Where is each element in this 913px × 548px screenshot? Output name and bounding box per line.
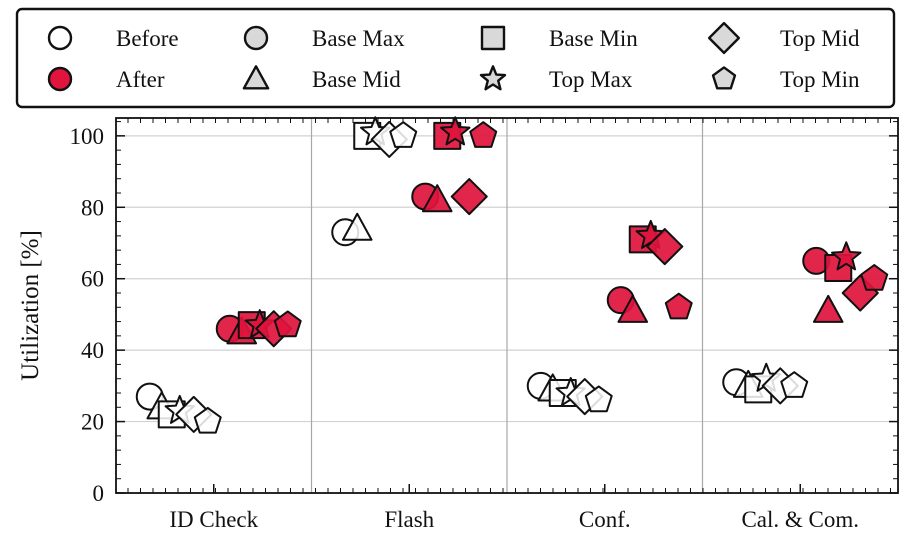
axes-frame (115, 117, 899, 494)
y-tick-label: 20 (81, 410, 104, 435)
legend-label-top-max: Top Max (549, 67, 633, 92)
legend-marker-before (47, 25, 73, 51)
data-point-after-base-mid (617, 294, 649, 323)
plot-area: 0 20 40 60 80 100 ID Check Flash Conf. Cal. & Com… (70, 116, 899, 532)
data-point-after-top-mid (646, 228, 684, 266)
y-tick-label: 100 (70, 124, 105, 149)
data-point-before-base-mid (341, 212, 373, 241)
data-point-after-top-max (831, 241, 862, 271)
y-tick-label: 60 (81, 267, 104, 292)
data-point-before-top-min (389, 121, 418, 148)
y-tick-label: 0 (93, 481, 105, 506)
legend-label-base-mid: Base Mid (312, 67, 401, 92)
data-point-after-top-mid (450, 178, 488, 216)
data-point-after-top-min (273, 310, 302, 338)
data-point-after-top-max (440, 116, 471, 146)
legend-box (15, 7, 896, 109)
data-point-after-base-mid (421, 184, 453, 213)
legend-marker-top-min (711, 66, 737, 90)
data-point-after-base-mid (812, 294, 844, 323)
x-tick-label: ID Check (169, 507, 258, 532)
x-tick-label: Cal. & Com. (741, 507, 859, 532)
legend-marker-base-max (243, 25, 269, 51)
legend-label-top-min: Top Min (780, 67, 860, 92)
data-point-before-top-min (780, 371, 809, 398)
legend-label-top-mid: Top Mid (780, 26, 860, 51)
x-tick-label: Flash (384, 507, 434, 532)
legend-marker-top-mid (707, 21, 741, 55)
y-axis-label: Utilization [%] (17, 230, 44, 381)
x-tick-label: Conf. (579, 507, 631, 532)
y-tick-label: 80 (81, 195, 104, 220)
legend-marker-top-max (479, 65, 507, 91)
legend-label-base-max: Base Max (312, 26, 405, 51)
legend-label-before: Before (116, 26, 179, 51)
y-tick-label: 40 (81, 338, 104, 363)
data-point-before-top-min (193, 406, 222, 434)
data-point-after-top-min (469, 121, 498, 148)
legend-label-base-min: Base Min (549, 26, 638, 51)
legend-marker-base-mid (242, 65, 270, 90)
data-point-after-top-min (860, 264, 889, 291)
data-point-after-top-min (664, 292, 693, 320)
legend-marker-base-min (480, 25, 506, 51)
legend-marker-after (47, 66, 73, 92)
legend-label-after: After (116, 67, 165, 92)
data-point-before-top-min (584, 385, 613, 413)
